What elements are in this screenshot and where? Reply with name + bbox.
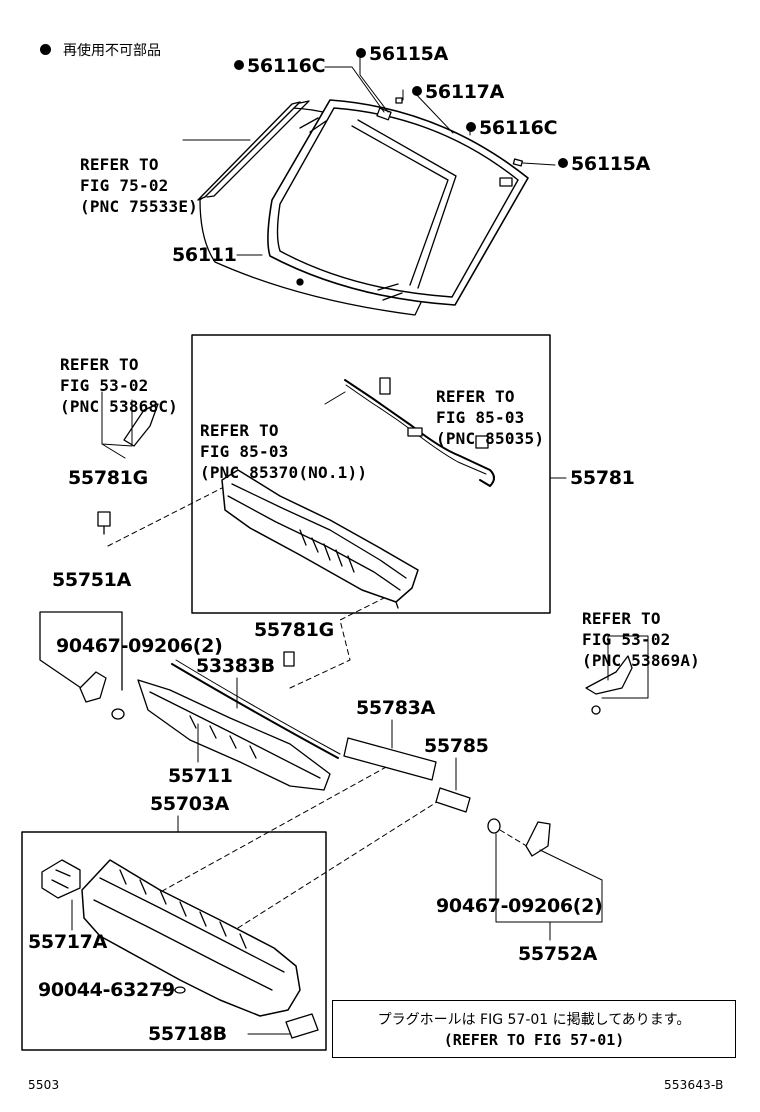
part-label-56116C[interactable]: 56116C (234, 56, 326, 76)
cowl-top-panel (221, 469, 419, 609)
bullet-icon (558, 157, 568, 168)
bullet-icon (234, 59, 244, 70)
note-japanese: プラグホールは FIG 57-01 に掲載してあります。 (377, 1012, 691, 1028)
part-label-90467-09206[interactable]: 90467-09206(2) (56, 635, 223, 657)
part-label-55752A[interactable]: 55752A (518, 943, 598, 965)
part-label-55781[interactable]: 55781 (570, 467, 635, 489)
part-label-56115A-b[interactable]: 56115A (558, 154, 650, 174)
part-label-55711[interactable]: 55711 (168, 765, 233, 787)
dashed-leaders (107, 487, 531, 953)
note-english[interactable]: (REFER TO FIG 57-01) (443, 1031, 625, 1049)
assembly-box-55703A (21, 831, 327, 1051)
legend-text: 再使用不可部品 (63, 43, 161, 59)
part-label-55751A[interactable]: 55751A (52, 569, 132, 591)
bullet-icon (40, 43, 51, 55)
part-label-55718B[interactable]: 55718B (148, 1023, 227, 1045)
part-label-55781G-b[interactable]: 55781G (254, 619, 334, 641)
illustration-code: 553643-B (664, 1078, 724, 1092)
part-label-55781G[interactable]: 55781G (68, 467, 148, 489)
windshield-dam (267, 99, 529, 306)
legend-non-reusable: 再使用不可部品 (40, 40, 161, 60)
bracket-55781G (97, 391, 295, 667)
bracket-53869A (585, 635, 649, 715)
seals-55783A-55785 (343, 719, 471, 813)
assembly-box-55781 (191, 334, 551, 614)
cowl-panel-55703A (41, 859, 319, 1039)
part-label-56116C-b[interactable]: 56116C (466, 118, 558, 138)
part-label-55717A[interactable]: 55717A (28, 931, 108, 953)
part-label-55785[interactable]: 55785 (424, 735, 489, 757)
bullet-icon (356, 47, 366, 58)
clip-55752A (487, 818, 603, 941)
washer-hose (324, 377, 495, 487)
plug-hole-note: プラグホールは FIG 57-01 に掲載してあります。 (REFER TO F… (332, 1000, 736, 1058)
leader-lines-top (182, 54, 556, 256)
part-label-90044-63279[interactable]: 90044-63279 (38, 979, 175, 1001)
part-label-53383B[interactable]: 53383B (196, 655, 275, 677)
clip-55751A (39, 611, 125, 720)
part-label-56117A[interactable]: 56117A (412, 82, 504, 102)
bullet-icon (466, 121, 476, 132)
part-label-90467-09206-b[interactable]: 90467-09206(2) (436, 895, 603, 917)
part-label-56115A[interactable]: 56115A (356, 44, 448, 64)
part-label-55783A[interactable]: 55783A (356, 697, 436, 719)
part-label-56111[interactable]: 56111 (172, 244, 237, 266)
bullet-icon (412, 85, 422, 96)
page-code: 5503 (28, 1078, 60, 1092)
part-label-55703A[interactable]: 55703A (150, 793, 230, 815)
cowl-louver-55711 (137, 659, 341, 791)
